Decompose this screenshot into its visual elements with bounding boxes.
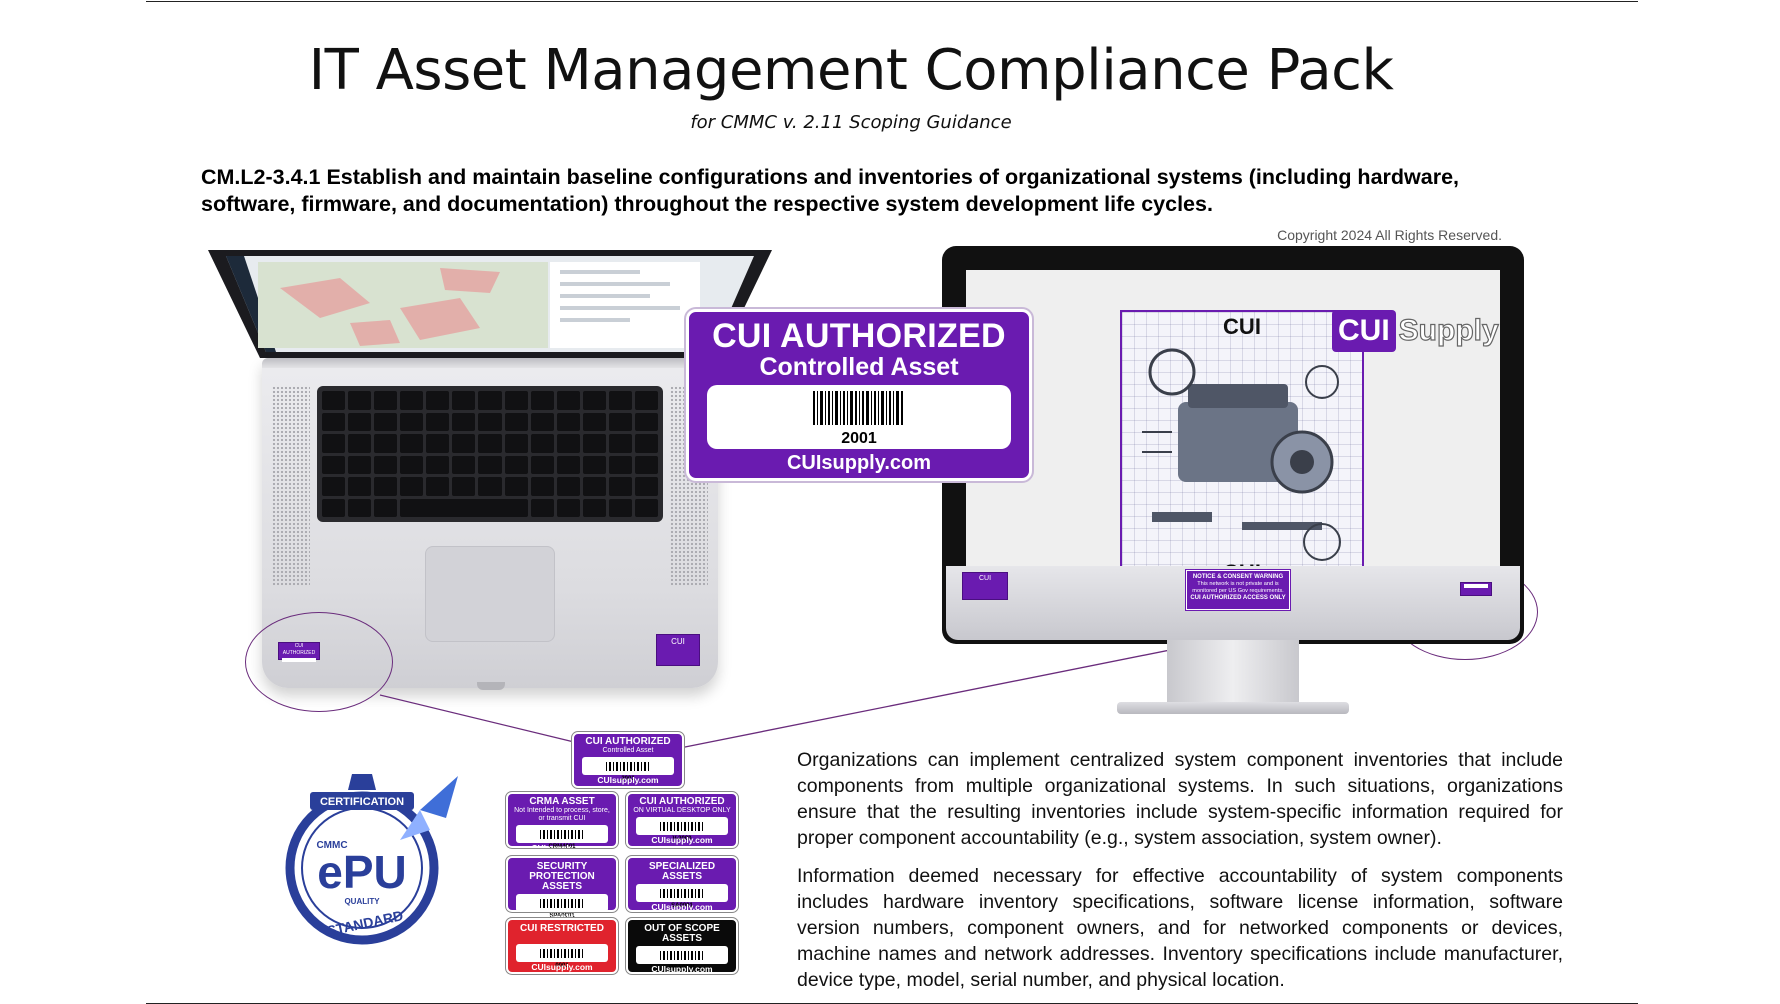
laptop-illustration: CUI AUTHORIZED CUI bbox=[200, 248, 780, 690]
svg-text:QUALITY: QUALITY bbox=[344, 897, 380, 906]
barcode-icon bbox=[540, 949, 583, 958]
notice-consent-label: NOTICE & CONSENT WARNING This network is… bbox=[1185, 569, 1291, 611]
svg-text:ePU: ePU bbox=[317, 846, 406, 898]
monitor-foot bbox=[1117, 702, 1349, 714]
laptop-base: CUI AUTHORIZED CUI bbox=[262, 358, 718, 690]
barcode-icon bbox=[540, 899, 583, 908]
monitor-chin: CUI NOTICE & CONSENT WARNING This networ… bbox=[946, 566, 1520, 640]
barcode-icon bbox=[660, 951, 703, 960]
left-speaker bbox=[272, 386, 310, 586]
cmmc-epu-quality-badge: CERTIFICATION CMMC ePU QUALITY STANDARD bbox=[285, 774, 458, 945]
page-subtitle: for CMMC v. 2.11 Scoping Guidance bbox=[690, 112, 1012, 133]
shield-icon bbox=[348, 774, 376, 790]
monitor-asset-label bbox=[1460, 582, 1492, 596]
barcode-icon bbox=[540, 830, 583, 839]
laptop-keyboard bbox=[317, 386, 663, 522]
svg-text:CERTIFICATION: CERTIFICATION bbox=[320, 796, 404, 808]
top-rule bbox=[146, 1, 1638, 2]
barcode-icon bbox=[660, 822, 703, 831]
barcode-icon bbox=[813, 391, 903, 425]
page-title: IT Asset Management Compliance Pack bbox=[308, 38, 1394, 103]
inventory-paragraph-1: Organizations can implement centralized … bbox=[797, 749, 1563, 849]
laptop-callout-circle bbox=[245, 612, 393, 712]
monitor-frame: CUI CUI CUI Supply CUI NOTICE & CONSENT … bbox=[942, 246, 1524, 644]
laptop-cui-label: CUI bbox=[656, 634, 700, 666]
cui-supply-logo: CUI Supply bbox=[1332, 310, 1499, 352]
barcode-icon bbox=[660, 889, 703, 898]
laptop-trackpad bbox=[425, 546, 555, 642]
engine-icon bbox=[1142, 348, 1341, 561]
inventory-paragraph-2: Information deemed necessary for effecti… bbox=[797, 865, 1563, 991]
cui-authorized-sticker: CUI AUTHORIZED Controlled Asset 2001 CUI… bbox=[684, 307, 1034, 483]
svg-text:CMMC: CMMC bbox=[316, 840, 347, 851]
laptop-screen bbox=[208, 250, 772, 358]
blueprint-cui-top: CUI bbox=[1223, 314, 1261, 339]
control-statement: CM.L2-3.4.1 Establish and maintain basel… bbox=[201, 165, 1460, 216]
barcode-icon bbox=[606, 762, 649, 771]
sticker-barcode-panel: 2001 bbox=[707, 385, 1011, 449]
monitor-screen: CUI CUI CUI Supply bbox=[966, 270, 1500, 590]
monitor-illustration: CUI CUI CUI Supply CUI NOTICE & CONSENT … bbox=[942, 246, 1524, 726]
monitor-stand bbox=[1167, 640, 1299, 706]
engine-blueprint-image: CUI CUI bbox=[1120, 310, 1364, 590]
copyright-notice: Copyright 2024 All Rights Reserved. bbox=[1277, 227, 1502, 243]
rocket-icon bbox=[420, 776, 458, 818]
monitor-cui-label: CUI bbox=[962, 572, 1008, 600]
